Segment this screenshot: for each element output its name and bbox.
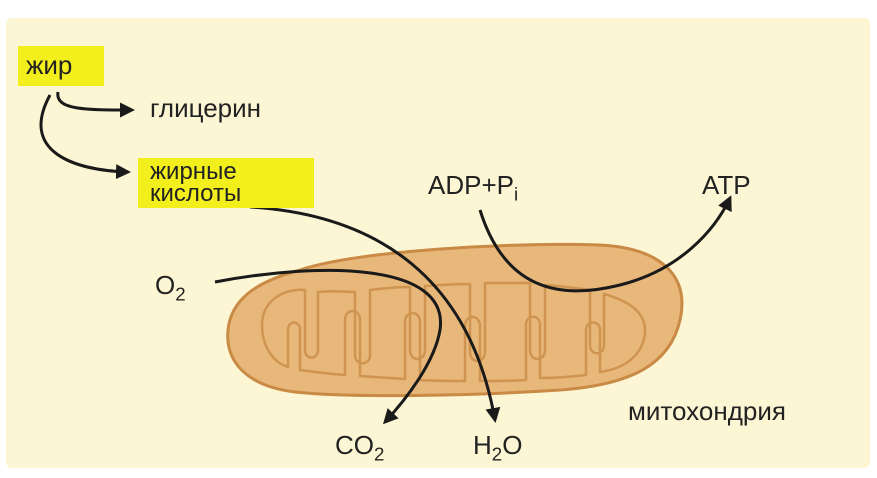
adp-label: ADP+Pi [428, 172, 518, 198]
glycerol-label: глицерин [150, 95, 261, 121]
co2-text: CO [335, 430, 374, 460]
adp-subscript: i [514, 184, 518, 205]
fat-text: жир [26, 50, 72, 80]
mitochondrion-label: митохондрия [628, 398, 786, 424]
fatty-acids-line2: кислоты [150, 183, 241, 205]
water-h-text: H [473, 430, 492, 460]
atp-text: ATP [702, 170, 751, 200]
fatty-acids-label: жирные кислоты [150, 161, 241, 205]
fat-label: жир [26, 52, 72, 78]
co2-label: CO2 [335, 432, 384, 458]
arrow-fat-to-glycerol [58, 92, 132, 110]
mitochondrion-shape [228, 244, 682, 395]
co2-subscript: 2 [374, 444, 384, 465]
oxygen-text: O [155, 270, 175, 300]
atp-label: ATP [702, 172, 751, 198]
water-label: H2O [473, 432, 522, 458]
water-subscript: 2 [492, 444, 502, 465]
mitochondrion-text: митохондрия [628, 396, 786, 426]
oxygen-subscript: 2 [175, 284, 185, 305]
arrow-fat-to-fatty-acids [41, 95, 128, 172]
glycerol-text: глицерин [150, 93, 261, 123]
adp-text: ADP+P [428, 170, 514, 200]
water-o-text: O [502, 430, 522, 460]
oxygen-label: O2 [155, 272, 186, 298]
